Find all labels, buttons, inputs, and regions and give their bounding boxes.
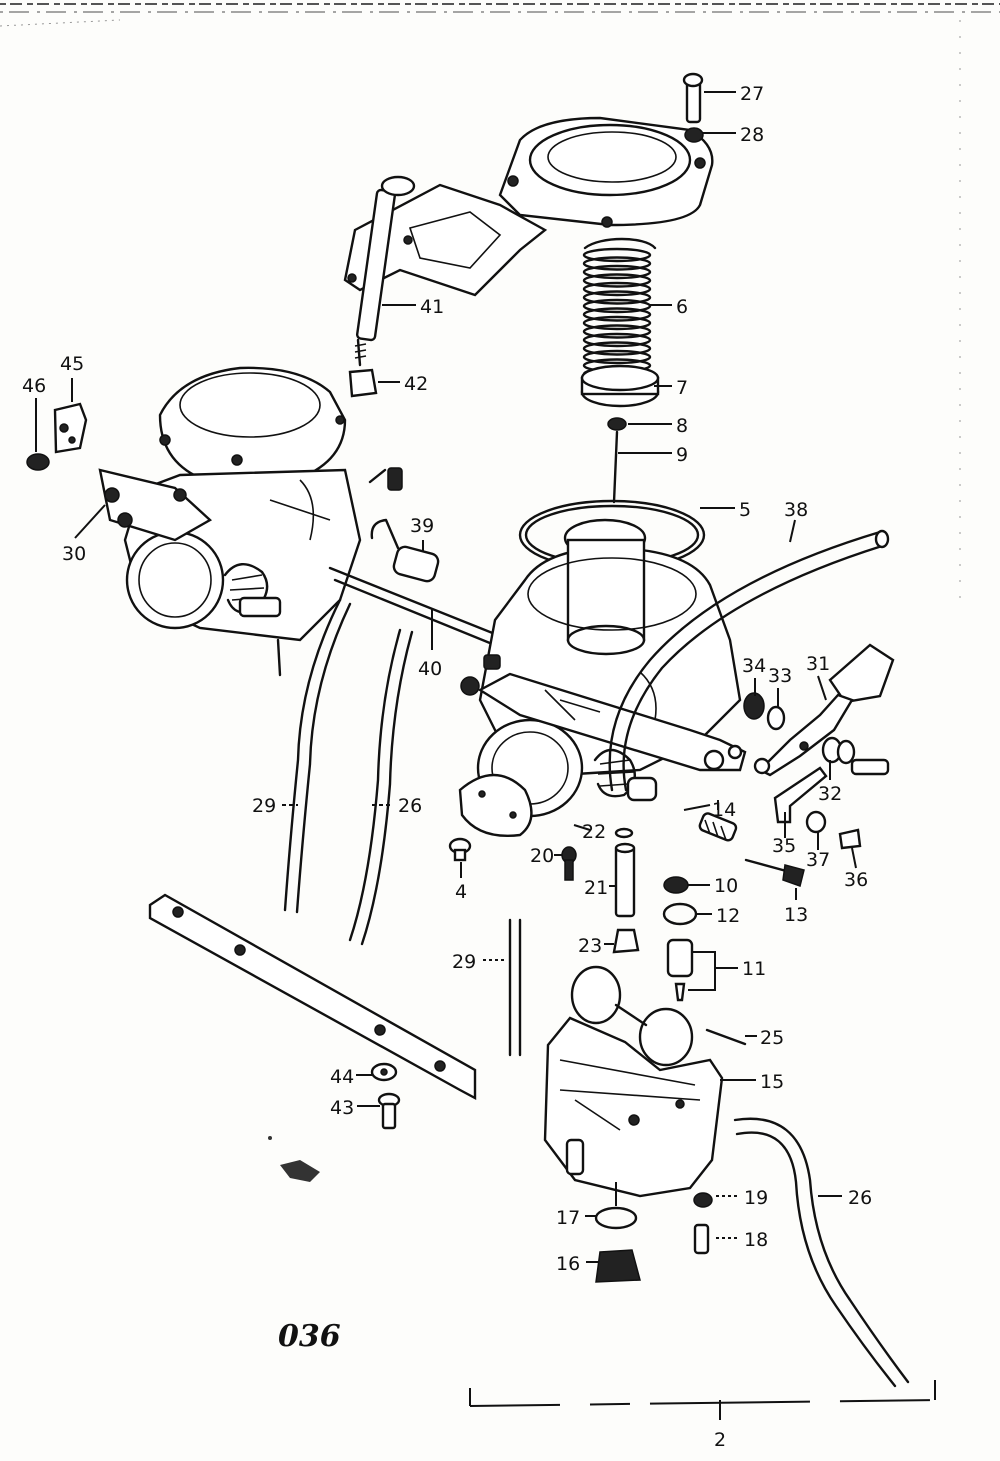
callout-10: 10 xyxy=(714,875,738,897)
callout-14: 14 xyxy=(712,799,736,821)
callout-32: 32 xyxy=(818,783,842,805)
callout-22: 22 xyxy=(582,821,606,843)
scan-smudge xyxy=(268,1136,320,1182)
callout-27: 27 xyxy=(740,83,764,105)
callout-6: 6 xyxy=(676,296,688,318)
callout-26: 26 xyxy=(398,795,422,817)
bracket-screw xyxy=(26,453,50,471)
jet-needle xyxy=(607,417,627,504)
callout-16: 16 xyxy=(556,1253,580,1275)
drain-tubes xyxy=(283,598,522,1057)
spring-coil xyxy=(582,290,652,305)
callout-45: 45 xyxy=(60,353,84,375)
spring xyxy=(580,237,660,408)
callout-5: 5 xyxy=(739,499,751,521)
pilot-jet xyxy=(561,846,577,881)
callout-43: 43 xyxy=(330,1097,354,1119)
callout-labels: 27 28 6 7 8 9 5 38 41 42 45 46 30 39 40 … xyxy=(22,83,872,1451)
callout-23: 23 xyxy=(578,935,602,957)
leader-lines xyxy=(35,91,857,1263)
callout-17: 17 xyxy=(556,1207,580,1229)
callout-2: 2 xyxy=(714,1429,726,1451)
spring-coil xyxy=(582,247,652,263)
callout-44: 44 xyxy=(330,1066,354,1088)
left-fitting xyxy=(368,467,403,491)
spring-coil xyxy=(582,349,652,365)
fuel-hose xyxy=(733,1117,910,1388)
float-chamber xyxy=(543,1016,724,1198)
top-cover xyxy=(498,116,714,228)
spring-coil xyxy=(582,264,652,280)
chamber-screw xyxy=(693,1192,713,1255)
throttle-lever xyxy=(743,643,895,777)
callout-46: 46 xyxy=(22,375,46,397)
callout-33: 33 xyxy=(768,665,792,687)
callout-20: 20 xyxy=(530,845,554,867)
chamber-gasket xyxy=(594,1206,638,1230)
scan-noise xyxy=(0,3,1000,600)
callout-34: 34 xyxy=(742,655,766,677)
spring-coil xyxy=(582,281,652,297)
float-pin xyxy=(705,1028,747,1046)
connecting-shaft xyxy=(328,518,514,654)
stop-bolt xyxy=(821,736,890,776)
throttle-stop-screw xyxy=(698,812,805,887)
callout-29: 29 xyxy=(252,795,276,817)
callout-36: 36 xyxy=(844,869,868,891)
callout-4: 4 xyxy=(455,881,467,903)
choke-bracket xyxy=(53,402,88,454)
callout-28: 28 xyxy=(740,124,764,146)
callout-25: 25 xyxy=(760,1027,784,1049)
spring-coil xyxy=(582,324,652,339)
mounting-plate xyxy=(148,893,477,1100)
diagram-code: 036 xyxy=(278,1319,341,1354)
left-carburetor xyxy=(98,366,362,677)
spring-coil xyxy=(582,315,652,331)
spring-coil xyxy=(582,307,652,322)
callout-30: 30 xyxy=(62,543,86,565)
spring-coil xyxy=(582,341,652,356)
main-jet xyxy=(612,928,640,954)
callout-13: 13 xyxy=(784,904,808,926)
callout-31: 31 xyxy=(806,653,830,675)
callout-19: 19 xyxy=(744,1187,768,1209)
callout-7: 7 xyxy=(676,377,688,399)
float-valve xyxy=(662,876,698,1002)
needle-jet xyxy=(614,827,636,918)
callout-12: 12 xyxy=(716,905,740,927)
callout-18: 18 xyxy=(744,1229,768,1251)
callout-9: 9 xyxy=(676,444,688,466)
callout-29-lower: 29 xyxy=(452,951,476,973)
spring-coil xyxy=(582,332,652,348)
callout-35: 35 xyxy=(772,835,796,857)
cover-screw xyxy=(682,72,704,143)
callout-21: 21 xyxy=(584,877,608,899)
float-assembly xyxy=(570,965,694,1067)
vent-tube xyxy=(608,529,890,792)
spring-coil xyxy=(582,273,652,288)
assembly-bracket xyxy=(469,1380,936,1420)
right-carburetor xyxy=(458,518,747,837)
callout-42: 42 xyxy=(404,373,428,395)
callout-37: 37 xyxy=(806,849,830,871)
drain-plug xyxy=(595,1249,641,1283)
plate-bolt xyxy=(370,1062,401,1130)
callout-40: 40 xyxy=(418,658,442,680)
callout-15: 15 xyxy=(760,1071,784,1093)
callout-39: 39 xyxy=(410,515,434,537)
callout-11: 11 xyxy=(742,958,766,980)
adjust-rod xyxy=(348,175,416,398)
callout-41: 41 xyxy=(420,296,444,318)
lever-screw xyxy=(805,810,862,850)
gasket-plate xyxy=(343,183,548,297)
callout-8: 8 xyxy=(676,415,688,437)
callout-26-lower: 26 xyxy=(848,1187,872,1209)
link-plate xyxy=(773,766,828,824)
spring-coil xyxy=(582,256,652,271)
screw-4 xyxy=(448,837,472,862)
callout-38: 38 xyxy=(784,499,808,521)
